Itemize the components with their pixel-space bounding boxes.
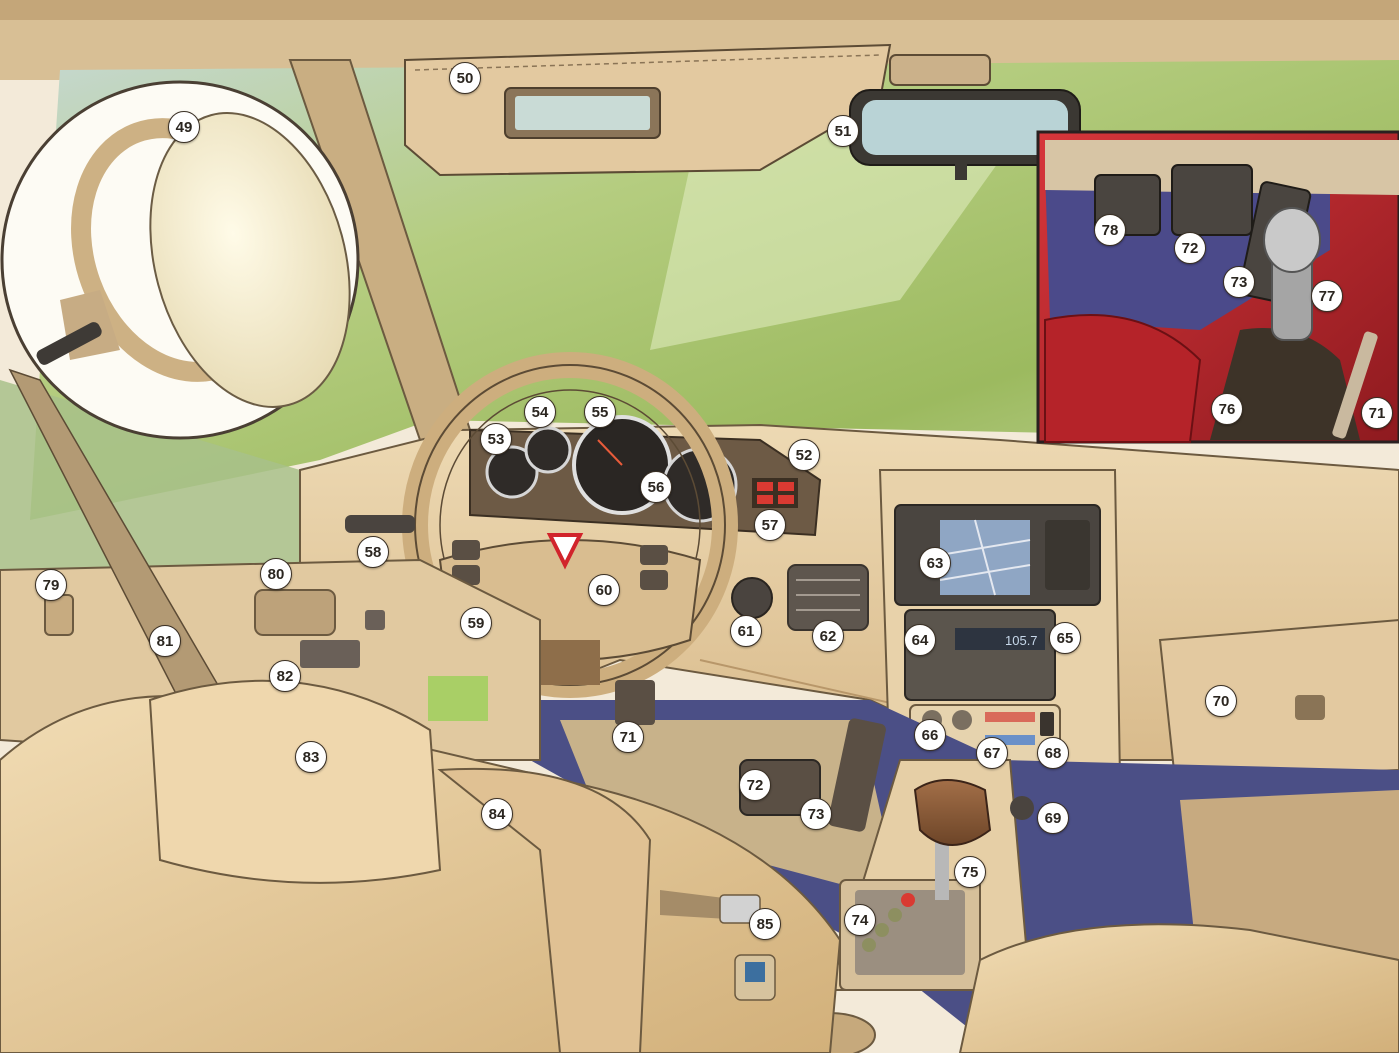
callout-64-radio: 64 [904,624,936,656]
callout-60-horn: 60 [588,574,620,606]
callout-79-door-lock: 79 [35,569,67,601]
inset-callout-73-accelerator: 73 [1223,266,1255,298]
callout-57-warning-lights: 57 [754,509,786,541]
inset-callout-72-brake: 72 [1174,232,1206,264]
callout-74-gearshift: 74 [844,904,876,936]
callout-84-seat: 84 [481,798,513,830]
radio-display-text: 105.7 [1005,633,1038,648]
callout-76-manual-transmission: 76 [1211,393,1243,425]
callout-80-door-handle: 80 [260,558,292,590]
callout-62-vent: 62 [812,620,844,652]
callout-83-headrest: 83 [295,741,327,773]
callout-81-shoulder-harness: 81 [149,625,181,657]
callout-59-steering-wheel: 59 [460,607,492,639]
callout-68-defroster: 68 [1037,737,1069,769]
callout-50-sun-visor: 50 [449,62,481,94]
callout-70-glove-compartment: 70 [1205,685,1237,717]
callout-61-ignition: 61 [730,615,762,647]
callout-69-power-outlet: 69 [1037,802,1069,834]
callout-78-clutch: 78 [1094,214,1126,246]
callout-49-airbag: 49 [168,111,200,143]
callout-72-brake: 72 [739,769,771,801]
callout-85-seat-belt: 85 [749,908,781,940]
callout-58-turn-signal: 58 [357,536,389,568]
callout-51-rearview-mirror: 51 [827,115,859,147]
inset-callout-71-emergency-brake: 71 [1361,397,1393,429]
callout-63-gps: 63 [919,547,951,579]
callout-53-temperature-gauge: 53 [480,423,512,455]
callout-66-heater: 66 [914,719,946,751]
callout-75-automatic-transmission: 75 [954,856,986,888]
callout-82-armrest: 82 [269,660,301,692]
callout-56-odometer: 56 [640,471,672,503]
callout-65-cd-player: 65 [1049,622,1081,654]
callout-77-stick-shift: 77 [1311,280,1343,312]
callout-52-dashboard: 52 [788,439,820,471]
callout-71-emergency-brake: 71 [612,721,644,753]
callout-55-speedometer: 55 [584,396,616,428]
callout-67-air-conditioning: 67 [976,737,1008,769]
callout-73-accelerator: 73 [800,798,832,830]
callout-54-fuel-gauge: 54 [524,396,556,428]
